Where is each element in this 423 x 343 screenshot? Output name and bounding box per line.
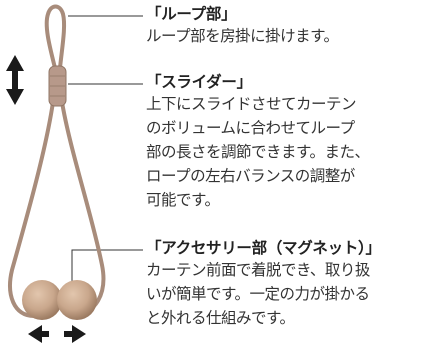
callout-loop-title: 「ループ部」 [146,5,237,23]
callout-accessory: 「アクセサリー部（マグネット）」 カーテン前面で着脱でき、取り扱 いが簡単です。… [146,238,416,330]
left-right-arrow-icon [28,325,86,343]
cord-top-loop [44,4,67,70]
magnet-ball-right [57,280,97,320]
callout-slider-description: 上下にスライドさせてカーテン のボリュームに合わせてループ 部の長さを調節できま… [146,95,370,209]
cord-left-strand [8,100,55,318]
callout-slider: 「スライダー」 上下にスライドさせてカーテン のボリュームに合わせてループ 部の… [146,72,416,212]
callout-accessory-title: 「アクセサリー部（マグネット）」 [146,239,381,257]
callout-loop-description: ループ部を房掛に掛けます。 [146,27,339,45]
callout-slider-title: 「スライダー」 [146,73,252,91]
callout-loop: 「ループ部」 ループ部を房掛に掛けます。 [146,4,416,48]
up-down-arrow-icon [6,55,24,105]
leader-line-accessory [71,249,143,283]
callout-accessory-description: カーテン前面で着脱でき、取り扱 いが簡単です。一定の力が掛かる と外れる仕組みで… [146,261,370,327]
magnet-ball-left [22,280,62,320]
